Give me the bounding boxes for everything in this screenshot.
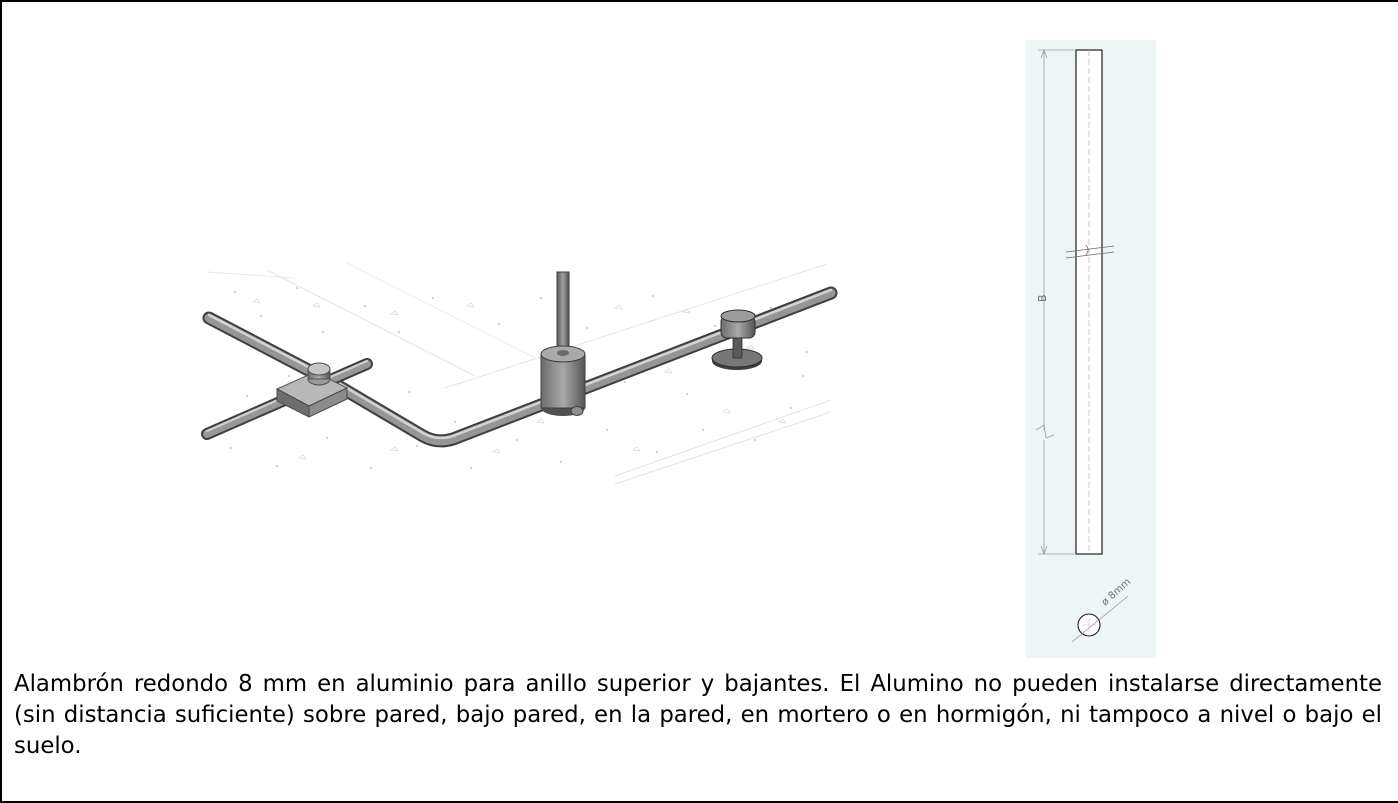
conductor-rod bbox=[202, 286, 838, 448]
vertical-downconductor-rod bbox=[556, 271, 570, 351]
conductor-installation-illustration bbox=[201, 262, 855, 490]
diameter-cross-section bbox=[1071, 595, 1129, 643]
dimension-line-b bbox=[1035, 48, 1076, 556]
rod-connector-block bbox=[540, 345, 586, 416]
rod-technical-drawing: B ø 8mm bbox=[1026, 40, 1156, 658]
rod-support-holder bbox=[711, 309, 763, 370]
break-symbol bbox=[1065, 244, 1115, 259]
cross-connector-clamp bbox=[275, 362, 349, 418]
rod-elevation-view bbox=[1065, 49, 1115, 555]
dimension-label: B bbox=[1036, 294, 1049, 302]
product-description: Alambrón redondo 8 mm en aluminio para a… bbox=[14, 671, 1382, 759]
concrete-surface bbox=[206, 262, 855, 490]
